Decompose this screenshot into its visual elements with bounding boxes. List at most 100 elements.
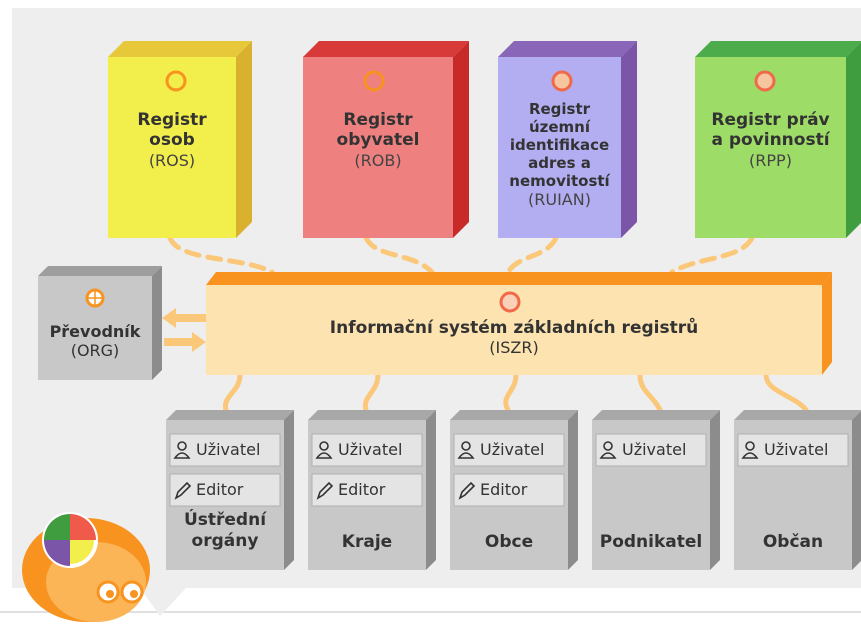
role-user-label: Uživatel (338, 440, 403, 459)
register-title: Registr obyvatel (336, 110, 420, 151)
category-box-top (166, 410, 294, 420)
ring-icon (165, 70, 187, 92)
iszr-title: Informační systém základních registrů (329, 318, 699, 338)
register-abbr: (ROB) (354, 150, 402, 170)
register-ros (108, 41, 252, 238)
category-box-side (426, 410, 436, 570)
arrow-to-iszr (164, 332, 206, 352)
register-ruian (498, 41, 637, 238)
connector-obce (503, 372, 519, 413)
role-editor-label: Editor (338, 480, 386, 499)
category-label-kraje: Kraje (341, 532, 393, 552)
role-user-label: Uživatel (764, 440, 829, 459)
ring-icon (499, 291, 521, 313)
register-title: Registr práv a povinností (711, 110, 830, 151)
ring-icon (363, 70, 385, 92)
role-chip (311, 433, 423, 467)
register-connectors (167, 235, 755, 275)
connector-ustredni (222, 372, 243, 413)
user-icon-body (599, 452, 617, 459)
role-user-label: Uživatel (480, 440, 545, 459)
user-icon-body (741, 452, 759, 459)
category-box-side (852, 411, 861, 570)
category-box-top (592, 410, 720, 420)
user-icon (461, 441, 471, 451)
register-title: Registr osob (137, 110, 207, 151)
org-box-side (152, 266, 162, 380)
org-abbr: (ORG) (70, 341, 120, 361)
register-rob-front (303, 57, 453, 238)
register-rob-label: Registr obyvatel (ROB) (303, 110, 453, 170)
user-icon-body (173, 452, 191, 459)
connector-podnikatel (637, 372, 663, 413)
mascot-icon (22, 512, 150, 622)
pencil-icon (458, 481, 476, 500)
register-rpp-side (846, 42, 861, 238)
role-chip (169, 473, 281, 507)
register-ros-side (236, 41, 252, 238)
org-box-top (38, 266, 162, 276)
register-ros-label: Registr osob (ROS) (108, 110, 236, 170)
user-icon (319, 441, 329, 451)
register-rob (303, 41, 469, 238)
arrow-to-org (162, 308, 206, 328)
role-chip (311, 473, 423, 507)
register-abbr: (ROS) (148, 150, 196, 170)
category-boxes (166, 410, 861, 570)
user-icon-body (315, 452, 333, 459)
pencil-icon (174, 481, 192, 500)
register-rpp (695, 41, 861, 238)
register-ruian-top (498, 41, 637, 57)
iszr-box (206, 272, 832, 375)
category-connectors (222, 372, 809, 413)
category-box-top (308, 410, 436, 420)
user-icon (745, 441, 755, 451)
speech-bubble-tail (140, 588, 186, 616)
category-label-podnikatel: Podnikatel (599, 532, 703, 552)
register-rpp-top (695, 41, 861, 57)
role-user-label: Uživatel (622, 440, 687, 459)
connector-ros (167, 235, 275, 275)
category-label-obce: Obce (484, 532, 534, 552)
register-abbr: (RUIAN) (528, 190, 591, 209)
org-arrows (162, 308, 206, 352)
register-rob-side (453, 41, 469, 238)
category-box-side (710, 410, 720, 570)
role-chip (453, 473, 565, 507)
role-chip (169, 433, 281, 467)
category-label-ustredni: Ústřední orgány (183, 510, 267, 552)
connector-ruian (505, 235, 559, 275)
connector-kraje (362, 372, 381, 413)
register-ruian-side (621, 41, 637, 238)
register-rpp-label: Registr práv a povinností (RPP) (695, 110, 846, 170)
connector-rpp (669, 235, 755, 275)
role-editor-label: Editor (196, 480, 244, 499)
category-box-side (284, 410, 294, 570)
ring-icon (551, 70, 573, 92)
register-title: Registr územní identifikace adres a nemo… (509, 100, 610, 190)
register-ruian-label: Registr územní identifikace adres a nemo… (498, 100, 621, 209)
iszr-box-side (822, 272, 832, 375)
ring-icon (754, 70, 776, 92)
user-icon-body (457, 452, 475, 459)
pencil-icon (316, 481, 334, 500)
category-box-top (734, 410, 861, 420)
org-label: Převodník (ORG) (38, 322, 152, 360)
user-icon (177, 441, 187, 451)
role-editor-label: Editor (480, 480, 528, 499)
iszr-label: Informační systém základních registrů (I… (206, 318, 822, 358)
category-label-obcan: Občan (762, 532, 824, 552)
role-chip (595, 433, 707, 467)
category-box-top (450, 410, 578, 420)
register-ros-front (108, 57, 236, 238)
role-chip (737, 433, 849, 467)
role-user-label: Uživatel (196, 440, 261, 459)
connector-rob (363, 235, 435, 275)
register-abbr: (RPP) (749, 150, 792, 170)
role-chip (453, 433, 565, 467)
category-box-side (568, 410, 578, 570)
iszr-box-top (206, 272, 832, 285)
iszr-abbr: (ISZR) (489, 338, 539, 358)
connector-obcan (763, 372, 809, 413)
